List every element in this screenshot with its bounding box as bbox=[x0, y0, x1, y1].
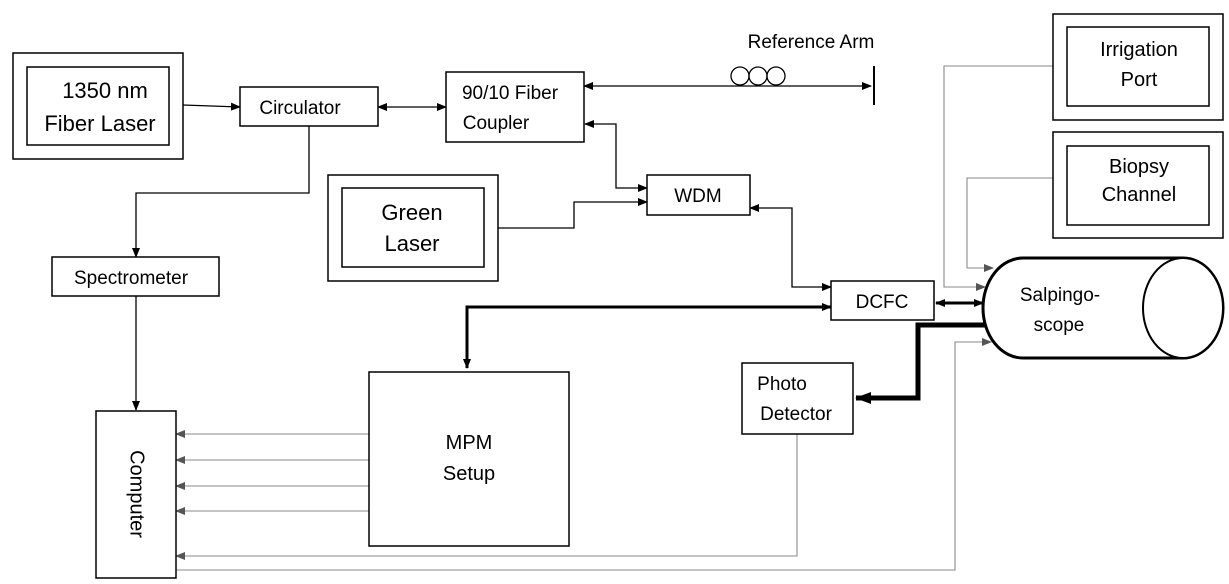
green-laser-label-line2: Laser bbox=[384, 231, 439, 256]
connectors bbox=[132, 65, 1053, 571]
fiber-coupler-label-line2: Coupler bbox=[463, 113, 530, 134]
connector-photodetector-computer bbox=[175, 434, 798, 560]
green-laser-block: Green Laser bbox=[327, 174, 499, 282]
wdm-block: WDM bbox=[646, 174, 751, 216]
connector-irrigation-scope bbox=[943, 65, 1053, 291]
connector-greenlaser-wdm bbox=[498, 198, 648, 229]
connector-laser-circulator bbox=[182, 102, 241, 111]
fiber-laser-label-line1: 1350 nm bbox=[62, 78, 148, 103]
fiber-coupler-label-line1: 90/10 Fiber bbox=[462, 83, 559, 104]
photo-detector-label-line1: Photo bbox=[757, 374, 807, 395]
fiber-loops-icon bbox=[730, 66, 786, 86]
irrigation-port-label-line2: Port bbox=[1121, 69, 1158, 91]
photo-detector-block: Photo Detector bbox=[741, 362, 854, 435]
connector-scope-computer bbox=[176, 341, 990, 571]
fiber-coupler-block: 90/10 Fiber Coupler bbox=[445, 71, 585, 143]
mpm-setup-label-line1: MPM bbox=[446, 432, 493, 454]
irrigation-port-block: Irrigation Port bbox=[1052, 13, 1224, 121]
dcfc-block: DCFC bbox=[830, 280, 935, 321]
salpingoscope-label-line2: scope bbox=[1034, 315, 1085, 336]
dcfc-label: DCFC bbox=[856, 292, 909, 313]
connector-dcfc-mpm bbox=[463, 303, 832, 369]
mpm-setup-block: MPM Setup bbox=[368, 371, 570, 547]
circulator-block: Circulator bbox=[239, 86, 379, 127]
connector-coupler-wdm bbox=[584, 120, 648, 192]
salpingoscope-end bbox=[1142, 257, 1224, 359]
photo-detector-label-line2: Detector bbox=[760, 404, 832, 425]
spectrometer-label: Spectrometer bbox=[74, 268, 189, 289]
connector-scope-photodetector bbox=[855, 322, 985, 404]
biopsy-channel-label-line1: Biopsy bbox=[1109, 156, 1169, 178]
mpm-setup-label-line2: Setup bbox=[443, 463, 495, 485]
biopsy-channel-block: Biopsy Channel bbox=[1052, 131, 1224, 239]
salpingoscope-block: Salpingo- scope bbox=[981, 256, 1225, 360]
computer-label: Computer bbox=[126, 450, 148, 538]
computer-block: Computer bbox=[95, 410, 177, 579]
fiber-laser-label-line2: Fiber Laser bbox=[44, 111, 155, 136]
biopsy-channel-label-line2: Channel bbox=[1102, 184, 1177, 206]
reference-arm-label: Reference Arm bbox=[748, 32, 875, 53]
green-laser-label-line1: Green bbox=[381, 200, 442, 225]
connector-circulator-spectrometer bbox=[132, 126, 310, 258]
connector-wdm-dcfc bbox=[749, 204, 832, 291]
circulator-label: Circulator bbox=[259, 98, 341, 119]
connector-biopsy-scope bbox=[966, 177, 1053, 272]
wdm-label: WDM bbox=[674, 186, 721, 207]
fiber-laser-block: 1350 nm Fiber Laser bbox=[12, 52, 184, 160]
irrigation-port-label-line1: Irrigation bbox=[1100, 39, 1178, 61]
spectrometer-block: Spectrometer bbox=[51, 256, 220, 297]
salpingoscope-label-line1: Salpingo- bbox=[1020, 285, 1100, 306]
